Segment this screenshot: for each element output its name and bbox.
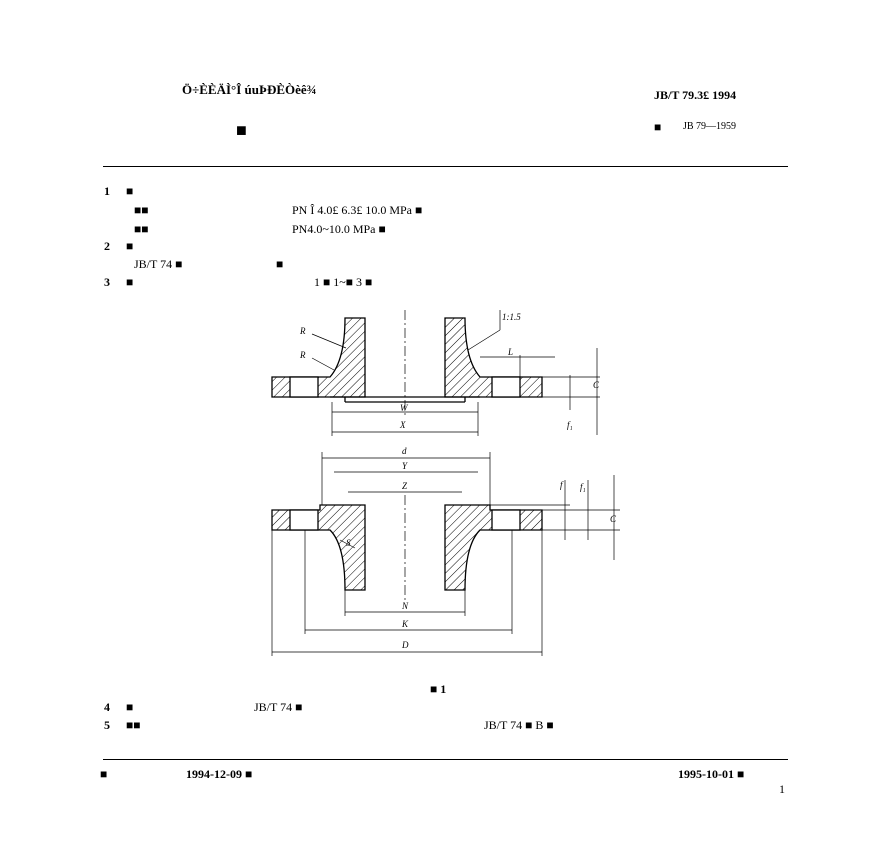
label-d: d — [402, 446, 407, 456]
doc-subtitle: ■ — [236, 120, 247, 140]
section-2-head: ■ — [126, 239, 134, 253]
section-4-text: JB/T 74 ■ — [254, 700, 303, 714]
section-5-head: ■■ — [126, 718, 141, 732]
label-dd: D — [401, 640, 409, 650]
label-y: Y — [402, 461, 408, 471]
doc-number: JB/T 79.3£ 1994 — [654, 88, 737, 102]
label-x: X — [399, 420, 406, 430]
section-1-head: ■ — [126, 184, 134, 198]
issue-date: 1994-12-09 ■ — [186, 767, 253, 781]
label-w: W — [400, 403, 409, 413]
figure-caption: ■ 1 — [430, 682, 447, 696]
section-4-head: ■ — [126, 700, 134, 714]
label-f1: f₁ — [580, 482, 586, 492]
section-1-sub-b: ■■ — [134, 222, 149, 236]
label-z: Z — [402, 481, 408, 491]
label-k: K — [401, 619, 409, 629]
label-slope: 1:1.5 — [502, 312, 521, 322]
section-5-num: 5 — [104, 718, 110, 732]
label-l: L — [507, 347, 513, 357]
header-rule — [103, 166, 788, 167]
section-5-text: JB/T 74 ■ B ■ — [484, 718, 554, 732]
label-f: f — [560, 480, 564, 490]
footer-left: ■ — [100, 767, 108, 781]
section-4-num: 4 — [104, 700, 110, 714]
section-1-text-a: PN Î 4.0£ 6.3£ 10.0 MPa ■ — [292, 203, 423, 217]
section-2-text2: ■ — [276, 257, 284, 271]
label-r1: R — [299, 326, 306, 336]
footer-rule — [103, 759, 788, 760]
section-3-head: ■ — [126, 275, 134, 289]
doc-title: Ö÷ÈÈÄÌ°Î úuÞÐÈÒèê¾ — [182, 82, 317, 97]
page-number: 1 — [779, 782, 785, 796]
section-1-num: 1 — [104, 184, 110, 198]
section-3-num: 3 — [104, 275, 110, 289]
section-2-num: 2 — [104, 239, 110, 253]
section-2-text: JB/T 74 ■ — [134, 257, 183, 271]
section-1-sub-a: ■■ — [134, 203, 149, 217]
replaces-glyph: ■ — [654, 120, 662, 134]
label-c1: C — [593, 380, 600, 390]
label-r2: R — [299, 350, 306, 360]
label-n: N — [401, 601, 409, 611]
section-1-text-b: PN4.0~10.0 MPa ■ — [292, 222, 386, 236]
effective-date: 1995-10-01 ■ — [678, 767, 745, 781]
label-f1-top: f₁ — [567, 420, 573, 430]
replaces-standard: JB 79—1959 — [683, 121, 737, 132]
label-c2: C — [610, 514, 617, 524]
section-3-text: 1 ■ 1~■ 3 ■ — [314, 275, 373, 289]
label-s: S — [346, 538, 351, 548]
